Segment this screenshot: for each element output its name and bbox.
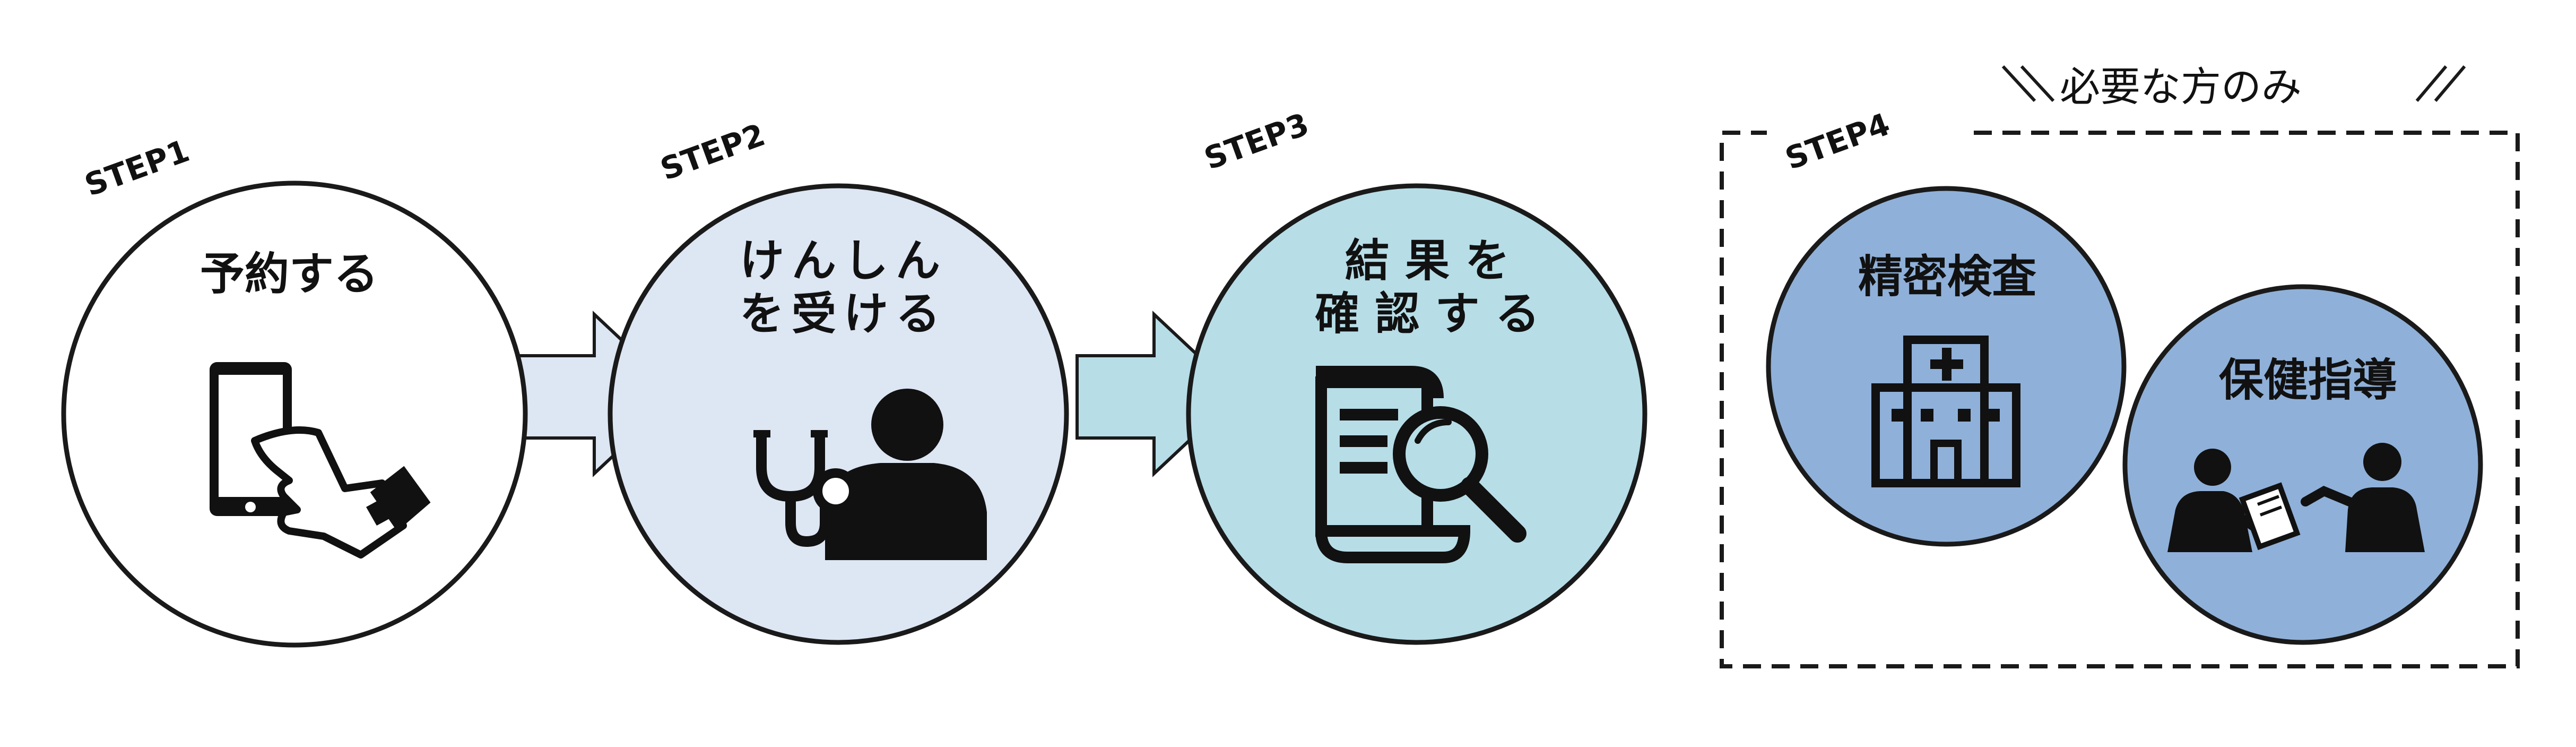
step1-circle	[61, 181, 528, 648]
note-right-slashes-icon	[2415, 65, 2466, 102]
step3-title-line2: 確 認 す る	[1315, 288, 1540, 340]
step1: STEP1 予約する	[61, 132, 528, 648]
health-guidance-title: 保健指導	[2219, 354, 2397, 406]
step4-label: STEP4	[1781, 106, 1895, 177]
step3: STEP3 結 果 を 確 認 す る	[1186, 106, 1647, 645]
smartphone-hand-icon	[210, 362, 431, 559]
step4-dashed-box	[1720, 131, 2520, 668]
step1-label: STEP1	[80, 132, 194, 203]
step4-item-detailed-exam: 精密検査	[1766, 186, 2127, 547]
step4-note: 必要な方のみ	[2060, 63, 2302, 110]
doctor-stethoscope-icon	[753, 389, 987, 560]
step2-title-line2: を受ける	[740, 288, 948, 340]
step3-title-line1: 結 果 を	[1345, 235, 1510, 287]
consultation-icon	[2167, 443, 2425, 552]
step4-item-health-guidance: 保健指導	[2122, 284, 2483, 645]
step2-label: STEP2	[656, 116, 770, 187]
step3-label: STEP3	[1200, 106, 1314, 177]
hospital-icon	[1871, 336, 2020, 487]
document-search-icon	[1315, 366, 1526, 563]
detailed-exam-title: 精密検査	[1858, 251, 2036, 303]
health-guidance-circle	[2122, 284, 2483, 645]
note-left-slashes-icon	[2001, 65, 2055, 102]
step2: STEP2 けんしん を受ける	[608, 116, 1069, 645]
step1-title: 予約する	[200, 248, 378, 300]
step2-title-line1: けんしん	[740, 235, 948, 287]
